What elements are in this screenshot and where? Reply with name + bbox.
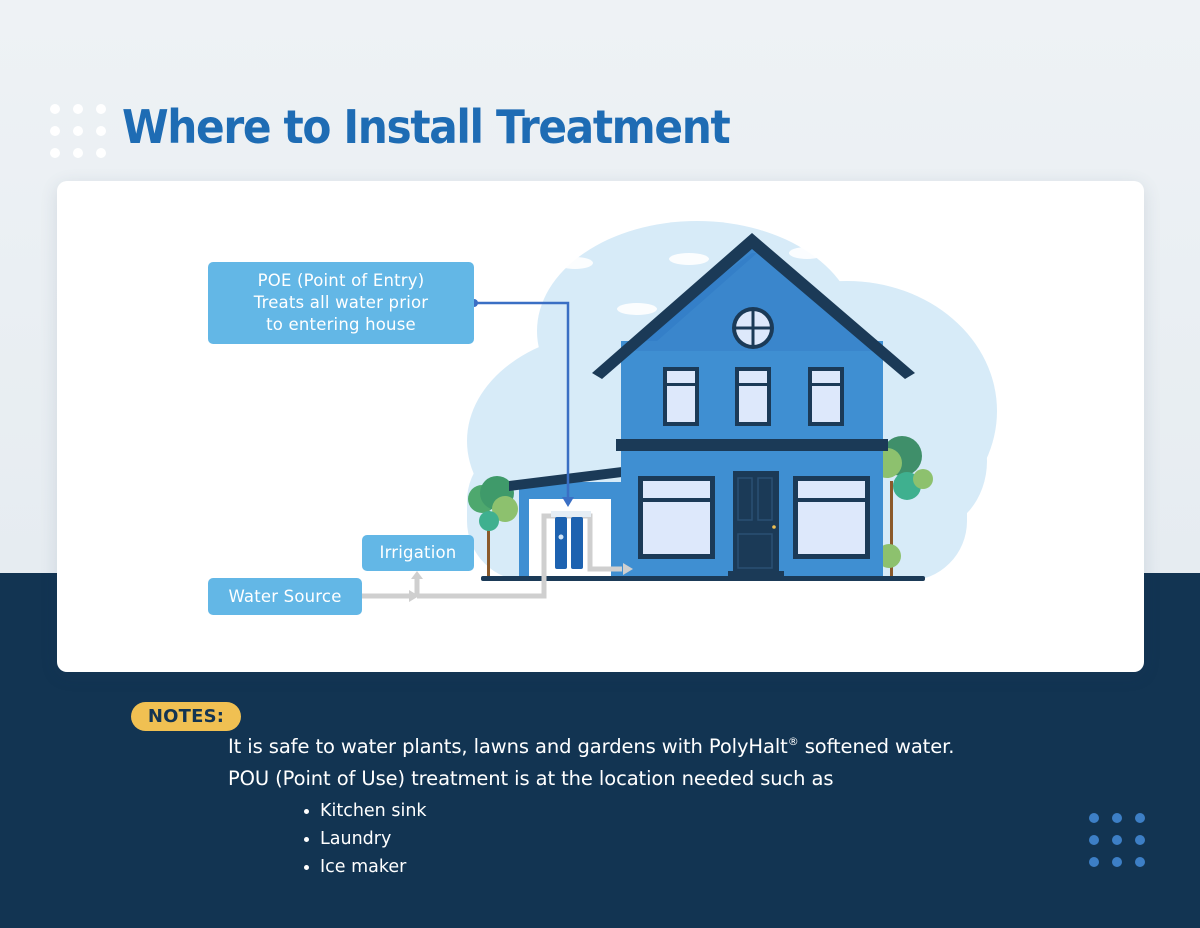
notes-line-2: POU (Point of Use) treatment is at the l… (228, 767, 834, 790)
water-source-label: Water Source (208, 578, 362, 615)
ground-line (481, 576, 925, 581)
water-filter-icon (551, 511, 591, 569)
poe-desc-line1: Treats all water prior (253, 293, 429, 312)
poe-desc-line2: to entering house (266, 315, 416, 334)
list-item-label: Ice maker (320, 857, 407, 877)
registered-mark: ® (787, 735, 799, 748)
decorative-dots-top-left (50, 104, 106, 158)
poe-label: POE (Point of Entry) Treats all water pr… (208, 262, 474, 344)
notes-line-1-end: softened water. (798, 735, 955, 758)
bullet-icon (304, 864, 309, 870)
page-title: Where to Install Treatment (122, 100, 731, 154)
notes-line-1: It is safe to water plants, lawns and ga… (228, 735, 954, 758)
notes-badge: NOTES: (131, 702, 241, 731)
house-illustration (362, 221, 997, 602)
list-item-label: Kitchen sink (320, 801, 427, 821)
list-item: Kitchen sink (304, 797, 427, 825)
poe-title: POE (Point of Entry) (257, 271, 425, 290)
decorative-dots-bottom-right (1089, 813, 1145, 867)
tree-left-icon (468, 476, 518, 576)
house-icon (592, 233, 915, 577)
list-item: Laundry (304, 825, 427, 853)
diagram-card: POE (Point of Entry) Treats all water pr… (57, 181, 1144, 672)
notes-line-1-text: It is safe to water plants, lawns and ga… (228, 735, 788, 758)
list-item-label: Laundry (320, 829, 392, 849)
irrigation-label: Irrigation (362, 535, 474, 571)
pipe-arrows-icon (409, 563, 633, 602)
pou-locations-list: Kitchen sink Laundry Ice maker (304, 797, 427, 881)
bullet-icon (304, 836, 309, 842)
list-item: Ice maker (304, 853, 427, 881)
small-clouds-icon (557, 247, 825, 315)
bullet-icon (304, 808, 309, 814)
